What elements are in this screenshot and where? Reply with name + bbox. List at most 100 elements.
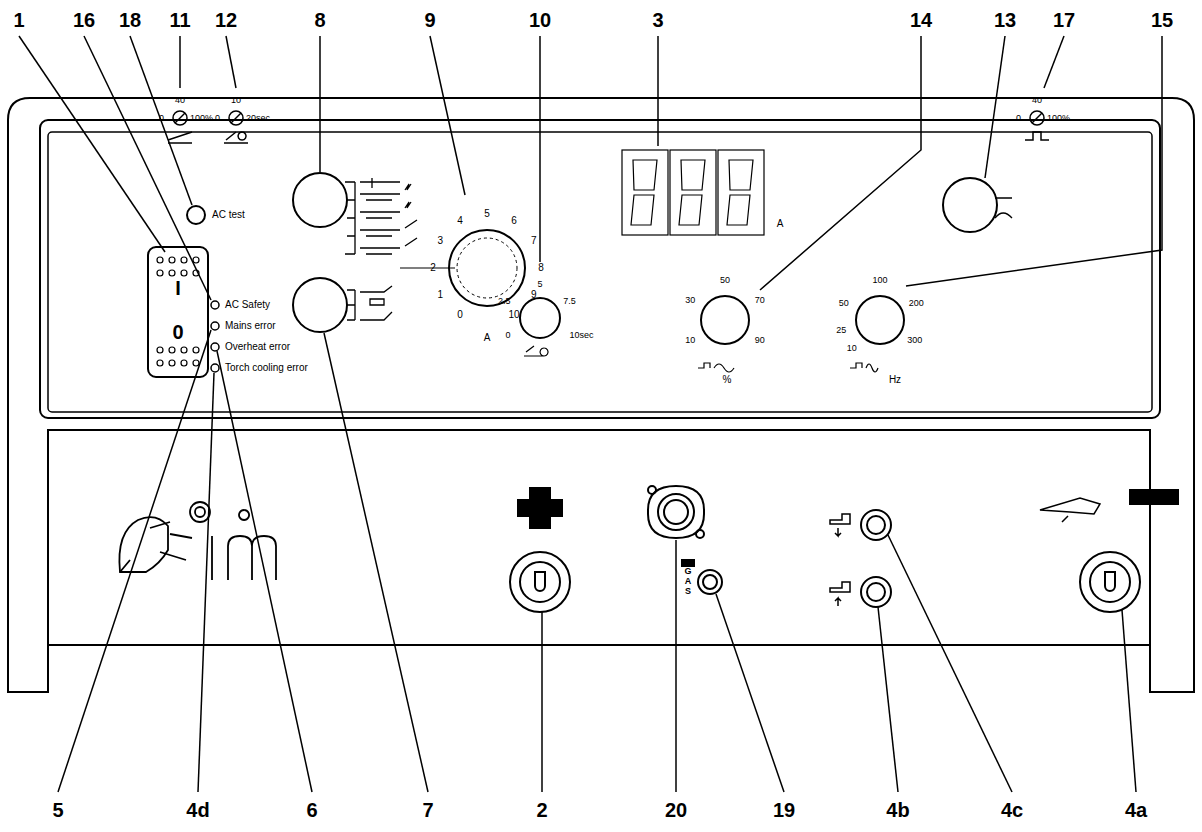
scale-label: 0: [215, 114, 220, 123]
mains-switch-part: [157, 257, 199, 366]
mains-switch-part: [157, 270, 163, 276]
display-part: [670, 150, 716, 235]
callout-number: 1: [13, 10, 24, 30]
leader-lines-part: [539, 36, 541, 262]
water-connectors-part: [861, 577, 891, 607]
minus-socket-part: [1105, 572, 1115, 591]
welder-logo-part: [120, 522, 192, 572]
leader-lines-part: [130, 36, 192, 205]
gas-connector-part: [682, 560, 694, 566]
button-label: AC test: [212, 210, 245, 220]
unit-label: A: [484, 333, 491, 343]
unit-label: %: [723, 375, 732, 385]
leader-lines-part: [226, 36, 236, 88]
scale-label: 0: [159, 114, 164, 123]
leader-lines-part: [906, 36, 1162, 286]
scale-label: 40: [1032, 96, 1042, 105]
status-leds-part: [211, 301, 219, 309]
mains-switch-part: [193, 347, 199, 353]
water-connectors-part: [867, 516, 885, 534]
mode-symbols-part: [405, 184, 417, 246]
switch-mark: I: [175, 278, 181, 298]
leader-lines-part: [217, 351, 312, 792]
minus-socket-part: [1090, 562, 1130, 602]
mains-switch-part: [169, 257, 175, 263]
water-connectors-part: [861, 510, 891, 540]
leader-lines-part: [541, 612, 543, 792]
trim-pots: [168, 111, 1049, 143]
callout-number: 11: [169, 10, 190, 30]
welder-logo-part: [195, 507, 205, 517]
current-dial-part: [457, 238, 517, 298]
display-part: [718, 150, 764, 235]
scale-label: 10: [847, 344, 857, 353]
mains-switch-part: [193, 257, 199, 263]
mode-knobs: [293, 173, 997, 332]
control-socket-part: [658, 494, 694, 530]
scale-label: 50: [720, 276, 730, 285]
led-label: AC Safety: [225, 300, 270, 310]
leader-lines-part: [58, 330, 211, 792]
mode-knobs-part: [293, 278, 347, 332]
current-dial-part: [400, 267, 455, 268]
leader-lines-part: [198, 373, 214, 792]
knob-symbols-part: [524, 346, 548, 356]
control-socket-part: [664, 500, 688, 524]
leader-lines-part: [888, 535, 1012, 792]
trim-pots-part: [175, 113, 185, 123]
scale-label: 20sec: [246, 114, 270, 123]
leader-lines: [19, 36, 1162, 792]
control-socket-part: [696, 530, 704, 538]
plus-socket-part: [535, 572, 545, 591]
mode-symbols-part: [345, 182, 355, 254]
scale-label: 7.5: [563, 297, 576, 306]
mode-knobs-part: [943, 178, 997, 232]
scale-label: 300: [907, 336, 922, 345]
mode-symbols: [345, 178, 1012, 320]
scale-number: 8: [538, 263, 544, 273]
water-connectors: [830, 510, 891, 607]
leader-lines-part: [430, 36, 465, 195]
gas-connector-part: [703, 575, 717, 589]
gas-connector-part: [698, 570, 722, 594]
mains-switch-part: [169, 360, 175, 366]
callout-number: 4c: [1001, 800, 1023, 820]
callout-number: 19: [773, 800, 795, 820]
callout-number: 7: [422, 800, 433, 820]
trim-pots-part: [168, 132, 192, 143]
scale-number: 5: [484, 209, 490, 219]
plus-socket-part: [520, 562, 560, 602]
mains-switch-part: [181, 347, 187, 353]
callout-number: 2: [536, 800, 547, 820]
callout-number: 4b: [886, 800, 909, 820]
mains-switch-part: [181, 257, 187, 263]
leader-lines-part: [84, 36, 211, 300]
knob-symbols-part: [698, 363, 734, 372]
callout-number: 17: [1053, 10, 1075, 30]
leader-lines-part: [657, 36, 659, 146]
water-connectors-part: [830, 514, 850, 536]
leader-lines-part: [760, 36, 921, 290]
scale-label: 40: [175, 96, 185, 105]
switch-mark: 0: [172, 322, 183, 342]
callout-number: 4a: [1125, 800, 1147, 820]
status-leds-part: [211, 364, 219, 372]
scale-label: 10: [231, 96, 241, 105]
scale-label: 90: [755, 336, 765, 345]
scale-number: 4: [457, 216, 463, 226]
mode-symbols-part: [347, 290, 355, 320]
machine-housing-part: [40, 120, 1160, 418]
knob-symbols: [524, 346, 878, 372]
leader-lines-part: [716, 594, 784, 792]
status-leds: [211, 301, 219, 372]
scale-number: 0: [457, 310, 463, 320]
led-label: Mains error: [225, 321, 276, 331]
unit-label: Hz: [889, 375, 901, 385]
trim-pots-part: [1030, 111, 1044, 125]
leader-lines-part: [675, 540, 677, 792]
scale-label: 100%: [1047, 114, 1070, 123]
trim-pots-part: [231, 113, 241, 123]
leader-lines-part: [878, 607, 898, 792]
leader-lines-part: [324, 333, 428, 792]
